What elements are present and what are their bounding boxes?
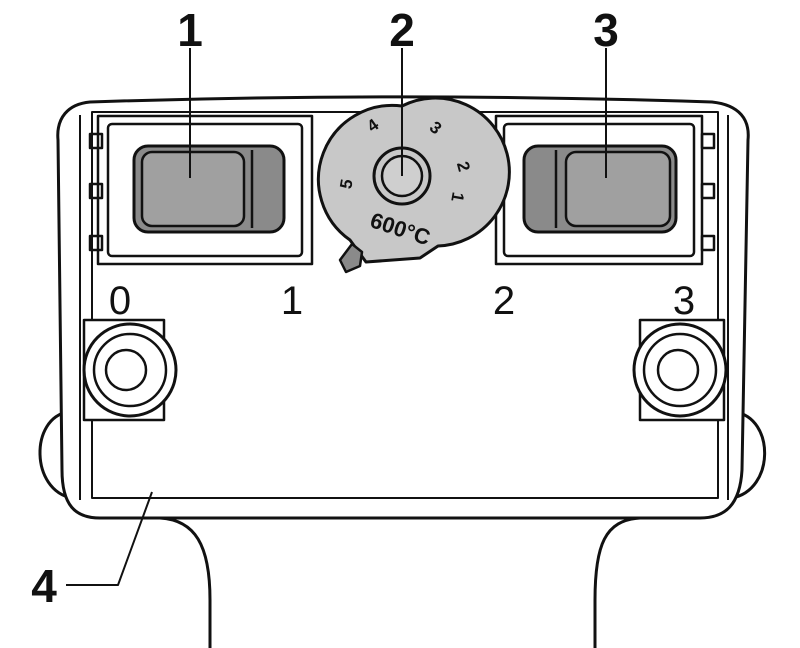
left-switch-bezel-inner — [106, 122, 304, 258]
right-side-tabs — [700, 132, 716, 252]
switch-position-2: 2 — [493, 279, 515, 323]
leader-line-4 — [66, 491, 153, 586]
switch-position-3: 3 — [673, 279, 695, 323]
left-rocker-switch[interactable] — [132, 144, 286, 234]
right-rocker-switch[interactable] — [522, 144, 678, 234]
switch-position-0: 0 — [109, 279, 131, 323]
temperature-dial[interactable] — [316, 96, 511, 264]
switch-position-1: 1 — [281, 279, 303, 323]
right-mount-knob — [632, 318, 728, 422]
handle-outline — [159, 516, 641, 648]
callout-3: 3 — [593, 4, 619, 56]
dial-scale-1: 1 — [447, 191, 467, 204]
callout-4: 4 — [31, 560, 57, 612]
left-switch-bezel-outer — [96, 114, 314, 266]
dial-scale-5: 5 — [336, 178, 356, 191]
dial-pointer-icon — [338, 242, 364, 274]
left-mount-knob — [82, 318, 178, 422]
left-side-tabs — [88, 132, 104, 252]
callout-2: 2 — [389, 4, 415, 56]
callout-1: 1 — [177, 4, 203, 56]
